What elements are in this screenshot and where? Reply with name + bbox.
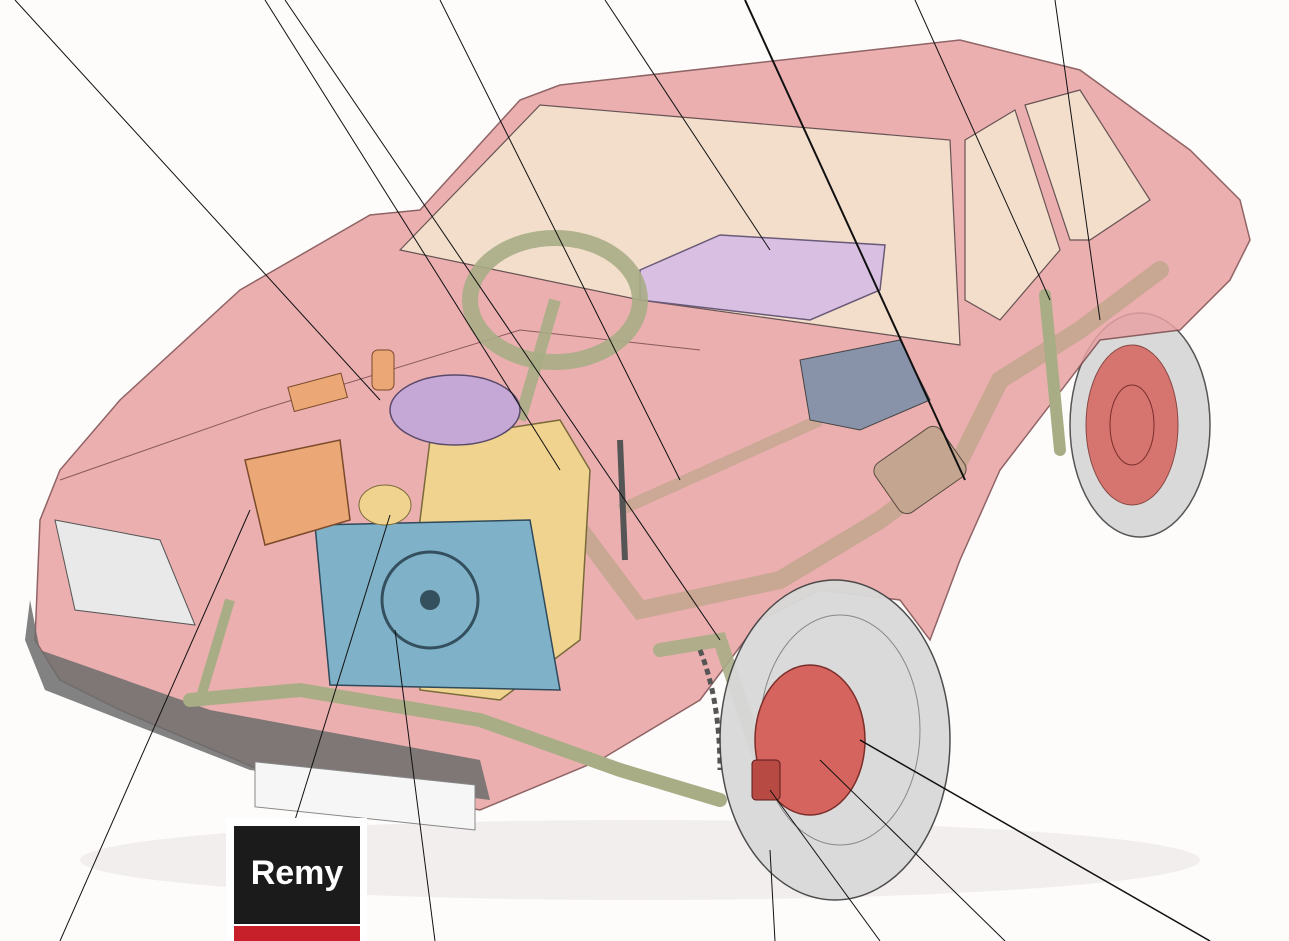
logo-background: Remy bbox=[234, 826, 360, 924]
ignition-coil bbox=[372, 350, 394, 390]
logo-stripe bbox=[234, 926, 360, 941]
rear-brake-drum bbox=[1086, 345, 1178, 505]
brake-caliper bbox=[752, 760, 780, 800]
logo-text: Remy bbox=[234, 854, 360, 893]
air-filter bbox=[390, 375, 520, 445]
remy-logo: Remy bbox=[226, 818, 367, 941]
front-wheel bbox=[720, 580, 950, 900]
alternator bbox=[359, 485, 411, 525]
